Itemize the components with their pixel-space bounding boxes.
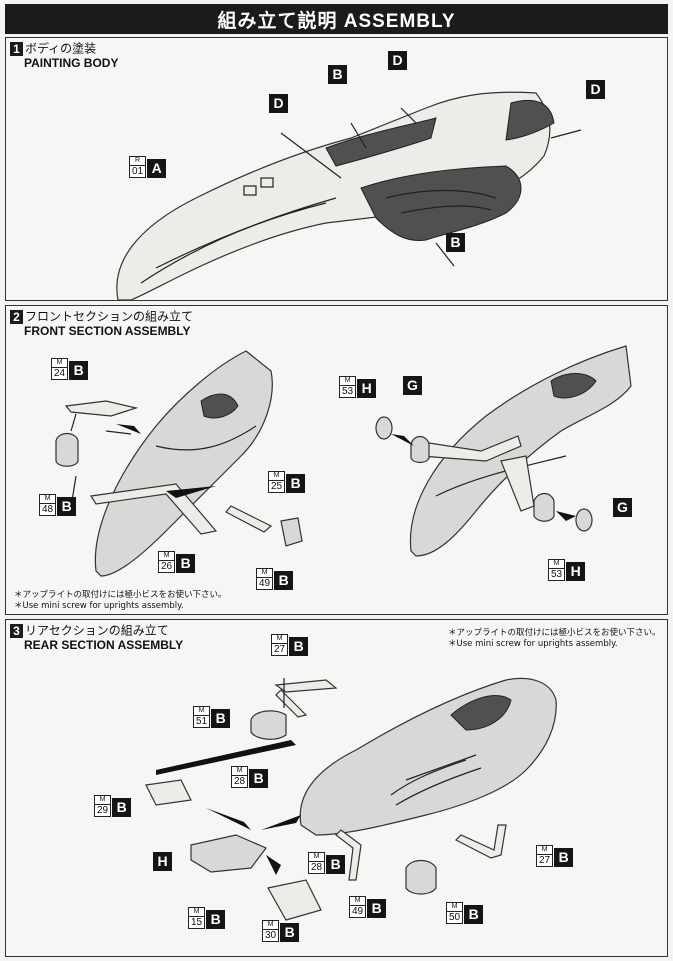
section-title-jp: フロントセクションの組み立て — [25, 309, 194, 324]
label-d3: D — [269, 94, 288, 113]
step-number: 3 — [10, 623, 23, 638]
part-letter: A — [147, 159, 167, 178]
step-number: 2 — [10, 309, 23, 324]
section-title-jp: ボディの塗装 — [25, 41, 97, 56]
step-number: 1 — [10, 41, 23, 56]
note: ＊アップライトの取付けには極小ビスをお使い下さい。 ＊Use mini scre… — [14, 590, 227, 611]
label-h: H — [153, 852, 172, 871]
label-b2: B — [446, 233, 465, 252]
label-d2: D — [586, 80, 605, 99]
section-title-en: FRONT SECTION ASSEMBLY — [24, 324, 191, 339]
body-shell-illustration — [116, 91, 582, 300]
section-title-en: PAINTING BODY — [24, 56, 119, 71]
rear-section-illustration — [145, 677, 557, 921]
label-b1: B — [328, 65, 347, 84]
note: ＊アップライトの取付けには極小ビスをお使い下さい。 ＊Use mini scre… — [448, 628, 661, 649]
label-g2: G — [613, 498, 632, 517]
label-d1: D — [388, 51, 407, 70]
label-g1: G — [403, 376, 422, 395]
section-title-en: REAR SECTION ASSEMBLY — [24, 638, 184, 653]
front-section-illustration — [55, 345, 632, 577]
page-title: 組み立て説明 ASSEMBLY — [5, 4, 668, 34]
section-title-jp: リアセクションの組み立て — [25, 623, 169, 638]
